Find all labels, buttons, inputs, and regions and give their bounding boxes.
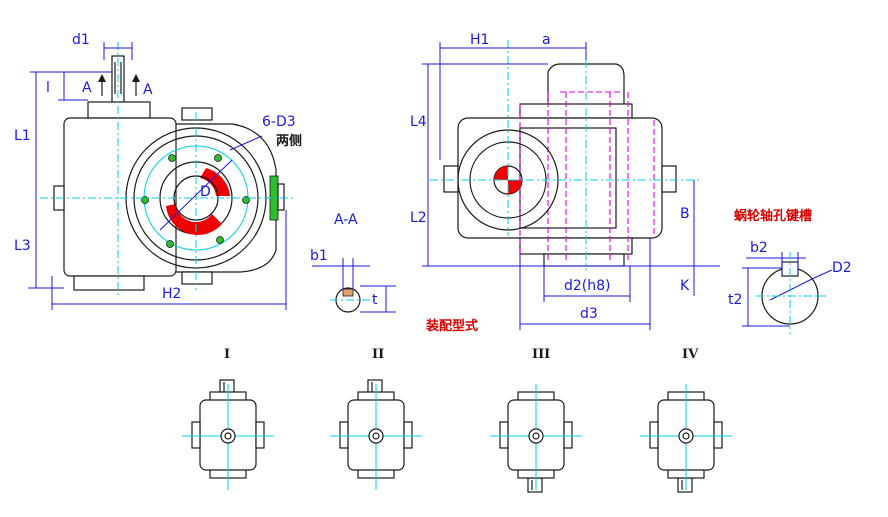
housing-right: [176, 123, 277, 273]
label-section: A-A: [334, 212, 358, 228]
housing-side: [457, 117, 663, 239]
label-L2: L2: [410, 210, 427, 226]
section-A-A: A-A b1 t: [310, 212, 396, 313]
label-b1: b1: [310, 248, 328, 264]
assembly-type-label: IV: [682, 347, 699, 362]
label-t2: t2: [728, 292, 742, 308]
assembly-type-1: I: [182, 347, 274, 490]
thumb-shaft-bottom: [677, 477, 693, 493]
label-B: B: [680, 206, 690, 222]
front-view: d1 A A l L1 L3 H2 6-D3 两侧 D: [14, 32, 302, 310]
housing-left: [63, 117, 177, 277]
shaft-collar: [87, 101, 151, 119]
assembly-type-label: I: [224, 347, 230, 362]
side-view: H1 a L4 L2 B K d2(h8) d3: [410, 32, 720, 330]
thumb-shaft-bottom: [527, 477, 543, 493]
keyway-red-lower: [166, 204, 222, 235]
diameter-D-line: [159, 159, 233, 231]
assembly-title: 装配型式: [425, 318, 478, 334]
label-L1: L1: [14, 128, 31, 144]
assembly-type-2: II: [330, 347, 422, 490]
label-d1: d1: [72, 32, 90, 48]
thumb-bore: [368, 428, 384, 444]
thumb-bore: [220, 428, 236, 444]
label-H2: H2: [162, 286, 181, 302]
label-d2: d2(h8): [564, 278, 611, 294]
label-D: D: [200, 184, 211, 200]
label-H1: H1: [470, 32, 489, 48]
label-L3: L3: [14, 238, 31, 254]
label-a: a: [542, 32, 551, 48]
keyway-red-upper: [200, 168, 230, 196]
assembly-type-4: IV: [640, 347, 732, 493]
label-t: t: [372, 292, 378, 308]
label-A-left: A: [82, 80, 92, 96]
thumb-bore: [678, 428, 694, 444]
label-both-sides: 两侧: [276, 133, 302, 149]
housing-base: [73, 275, 145, 291]
worm-keyway-title: 蜗轮轴孔键槽: [734, 208, 812, 224]
label-D2: D2: [832, 260, 852, 276]
worm-keyway-detail: 蜗轮轴孔键槽 b2 t2 D2: [728, 208, 852, 334]
label-holes: 6-D3: [262, 114, 296, 130]
thumb-bore: [528, 428, 544, 444]
label-K: K: [680, 278, 690, 294]
label-L4: L4: [410, 114, 427, 130]
assembly-type-label: III: [532, 347, 550, 362]
assembly-type-3: III: [490, 347, 582, 493]
label-d3: d3: [580, 306, 598, 322]
label-l: l: [46, 80, 50, 96]
label-b2: b2: [750, 240, 768, 256]
assembly-type-label: II: [372, 347, 384, 362]
label-A-right: A: [143, 82, 153, 98]
